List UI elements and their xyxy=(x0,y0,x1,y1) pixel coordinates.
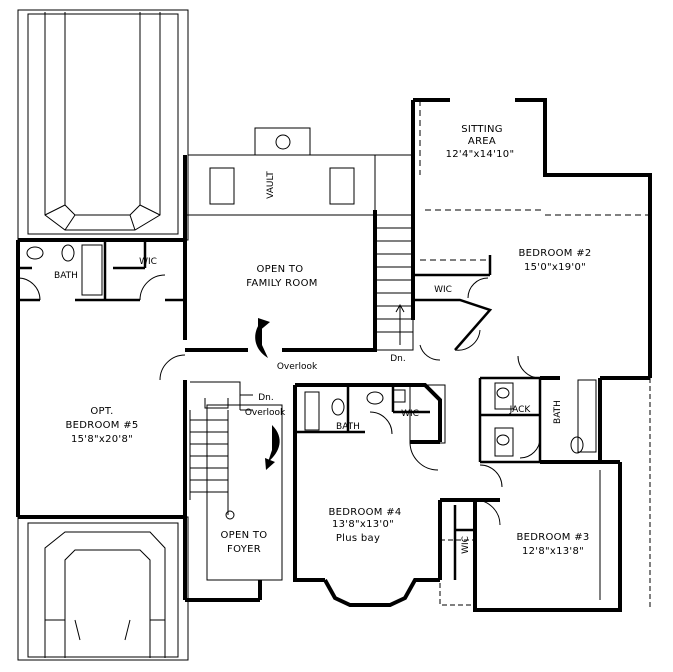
room-labels: SITTING AREA 12'4"x14'10" BEDROOM #2 15'… xyxy=(65,124,591,557)
main-stair xyxy=(374,214,414,351)
door-swings xyxy=(17,274,541,526)
wic-left-label: WIC xyxy=(139,257,157,267)
bedroom2-dims: 15'0"x19'0" xyxy=(524,262,586,273)
overlook-arrows xyxy=(255,318,280,470)
bath-left-label: BATH xyxy=(54,271,78,281)
bedroom2-name: BEDROOM #2 xyxy=(518,248,591,259)
foyer-stair xyxy=(189,381,283,581)
bedroom5-dims: 15'8"x20'8" xyxy=(71,434,133,445)
bedroom5-label-1: OPT. xyxy=(90,406,113,417)
overlook-stair-label: Overlook xyxy=(245,408,286,418)
overlook-main-label: Overlook xyxy=(277,362,318,372)
small-labels: VAULT BATH WIC WIC Overlook Overlook Dn.… xyxy=(54,171,563,554)
bedroom4-extra: Plus bay xyxy=(336,533,380,544)
roof-top-left xyxy=(17,9,189,241)
dn-stair-label: Dn. xyxy=(258,393,274,403)
bedroom3-dims: 12'8"x13'8" xyxy=(522,546,584,557)
bath-mid-label: BATH xyxy=(336,422,360,432)
dn-main-label: Dn. xyxy=(390,354,406,364)
sitting-area-label-1: SITTING xyxy=(461,124,503,135)
wic-bedroom3-label: WIC xyxy=(461,536,471,554)
wic-mid-label: WIC xyxy=(401,409,419,419)
open-family-label-2: FAMILY ROOM xyxy=(246,278,317,289)
bedroom5-label-2: BEDROOM #5 xyxy=(65,420,138,431)
open-foyer-label-2: FOYER xyxy=(227,544,261,555)
plumbing-fixtures xyxy=(26,134,584,454)
bedroom3-name: BEDROOM #3 xyxy=(516,532,589,543)
sitting-area-label-2: AREA xyxy=(468,136,496,147)
vault-label: VAULT xyxy=(266,171,276,199)
jack-label: JACK xyxy=(509,405,532,415)
sitting-area-dims: 12'4"x14'10" xyxy=(446,149,515,160)
bedroom4-dims: 13'8"x13'0" xyxy=(332,519,394,530)
wic-bedroom2-label: WIC xyxy=(434,285,452,295)
open-foyer-label-1: OPEN TO xyxy=(221,530,268,541)
roof-bottom-left xyxy=(17,516,189,661)
open-family-label-1: OPEN TO xyxy=(257,264,304,275)
bath-right-label: BATH xyxy=(553,400,563,424)
bedroom4-name: BEDROOM #4 xyxy=(328,507,401,518)
